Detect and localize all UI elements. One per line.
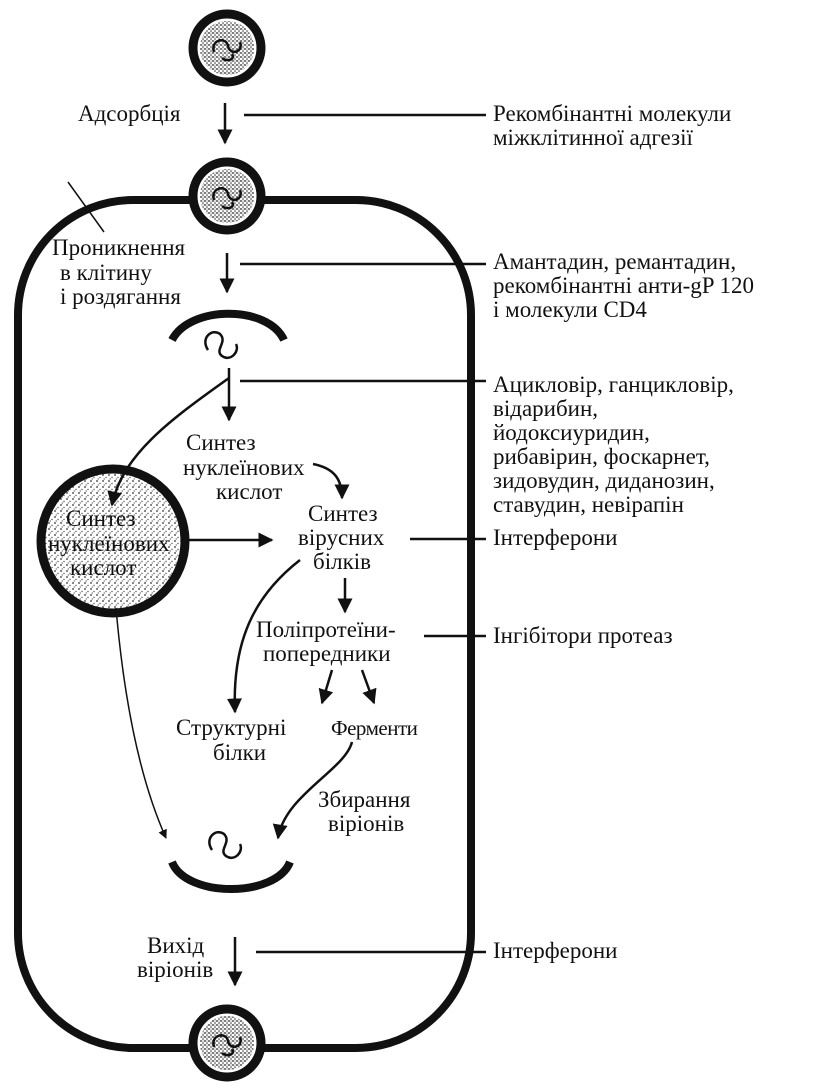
arrow-to-structural-2 [318, 669, 334, 705]
svg-text:Проникнення: Проникнення [52, 235, 186, 260]
svg-text:вірусних: вірусних [298, 525, 385, 550]
svg-text:ставудин, невірапін: ставудин, невірапін [493, 492, 684, 517]
svg-text:і молекули CD4: і молекули CD4 [493, 297, 647, 322]
step-assembly: Збирання віріонів [318, 787, 411, 836]
step-exit: Вихід віріонів [137, 933, 213, 982]
step-protein-synthesis: Синтез вірусних білків [298, 501, 385, 574]
drug-penetration-inhibitors: Амантадин, ремантадин, рекомбінантні ант… [493, 249, 754, 322]
arrow-to-protein-synthesis [312, 462, 350, 500]
drug-interferons-1: Інтерферони [493, 525, 617, 550]
svg-text:Вихід: Вихід [147, 933, 205, 958]
step-penetration: Проникнення в клітину і роздягання [52, 235, 186, 309]
svg-text:білки: білки [213, 740, 266, 765]
virion-icon [188, 1004, 266, 1082]
step-nucleus-synthesis: Синтез нуклеїнових кислот [48, 506, 170, 580]
virion-icon [188, 157, 266, 235]
svg-text:попередники: попередники [263, 641, 391, 666]
capsid-icon [168, 309, 288, 360]
svg-text:відарибин,: відарибин, [493, 396, 598, 421]
svg-text:Амантадин, ремантадин,: Амантадин, ремантадин, [493, 249, 736, 274]
arrow-to-structural [226, 559, 301, 714]
svg-text:зидовудин, диданозин,: зидовудин, диданозин, [493, 468, 715, 493]
step-structural-proteins: Структурні білки [176, 715, 286, 765]
virion-icon [188, 9, 266, 87]
svg-text:віріонів: віріонів [328, 811, 404, 836]
svg-text:Синтез: Синтез [308, 501, 378, 526]
drug-interferons-2: Інтерферони [493, 938, 617, 963]
step-enzymes: Ферменти [331, 716, 418, 740]
svg-text:міжклітинної адгезії: міжклітинної адгезії [493, 125, 694, 150]
svg-text:в клітину: в клітину [60, 260, 152, 285]
svg-text:Поліпротеїни-: Поліпротеїни- [256, 617, 396, 642]
svg-text:рекомбінантні анти-gP 120: рекомбінантні анти-gP 120 [493, 273, 754, 298]
step-nucleic-synthesis: Синтез нуклеїнових кислот [183, 430, 305, 504]
capsid-icon [168, 831, 294, 893]
svg-text:рибавірин, фоскарнет,: рибавірин, фоскарнет, [493, 444, 710, 469]
svg-text:нуклеїнових: нуклеїнових [48, 531, 170, 556]
svg-text:білків: білків [313, 549, 371, 574]
svg-text:і роздягання: і роздягання [60, 284, 181, 309]
step-adsorption: Адсорбція [78, 101, 181, 126]
drug-adhesion-molecules: Рекомбінантні молекули міжклітинної адге… [493, 101, 731, 150]
svg-text:кислот: кислот [70, 555, 136, 580]
svg-text:Синтез: Синтез [186, 430, 256, 455]
pointer-line [67, 181, 105, 233]
svg-text:Синтез: Синтез [66, 506, 136, 531]
arrow-to-enzymes [360, 669, 377, 705]
arrow-to-nucleus [107, 376, 230, 507]
drug-nucleic-inhibitors: Ацикловір, ганцикловір, відарибин, йодок… [493, 372, 734, 517]
svg-text:йодоксиуридин,: йодоксиуридин, [493, 420, 650, 445]
step-polyprotein: Поліпротеїни- попередники [256, 617, 396, 666]
cell-membrane [14, 196, 475, 1052]
arrow-nucleus-to-assembly [115, 607, 167, 839]
svg-text:Структурні: Структурні [176, 715, 286, 740]
svg-text:кислот: кислот [216, 479, 282, 504]
drug-protease-inhibitors: Інгібітори протеаз [493, 623, 673, 648]
arrow-enzymes-to-assembly [272, 741, 354, 840]
nucleus-icon [36, 464, 190, 618]
svg-text:віріонів: віріонів [137, 957, 213, 982]
svg-text:Рекомбінантні молекули: Рекомбінантні молекули [493, 101, 731, 126]
svg-text:Ацикловір, ганцикловір,: Ацикловір, ганцикловір, [493, 372, 734, 397]
svg-text:Збирання: Збирання [318, 787, 411, 812]
svg-text:нуклеїнових: нуклеїнових [183, 455, 305, 480]
